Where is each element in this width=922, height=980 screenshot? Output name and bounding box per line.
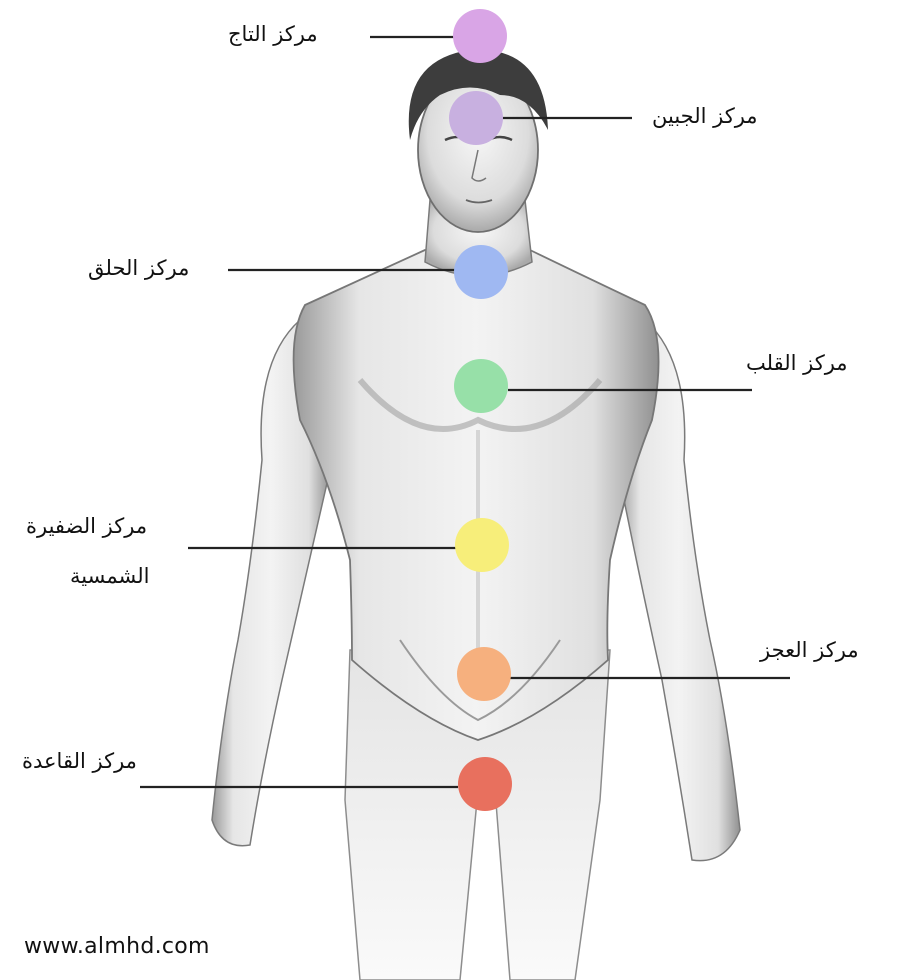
- root-chakra-dot: [458, 757, 512, 811]
- sacral-label: مركز العجز: [760, 636, 859, 664]
- throat-label: مركز الحلق: [88, 254, 189, 282]
- solar-chakra-dot: [455, 518, 509, 572]
- crown-chakra-dot: [453, 9, 507, 63]
- solar-label-line1: مركز الضفيرة: [26, 512, 147, 540]
- throat-chakra-dot: [454, 245, 508, 299]
- human-figure: [212, 50, 740, 980]
- brow-chakra-dot: [449, 91, 503, 145]
- heart-chakra-dot: [454, 359, 508, 413]
- heart-label: مركز القلب: [746, 349, 848, 377]
- crown-label: مركز التاج: [228, 20, 318, 48]
- solar-label-line2: الشمسية: [70, 562, 149, 590]
- root-label: مركز القاعدة: [22, 747, 137, 775]
- brow-label: مركز الجبين: [652, 102, 758, 130]
- sacral-chakra-dot: [457, 647, 511, 701]
- watermark: www.almhd.com: [24, 934, 210, 959]
